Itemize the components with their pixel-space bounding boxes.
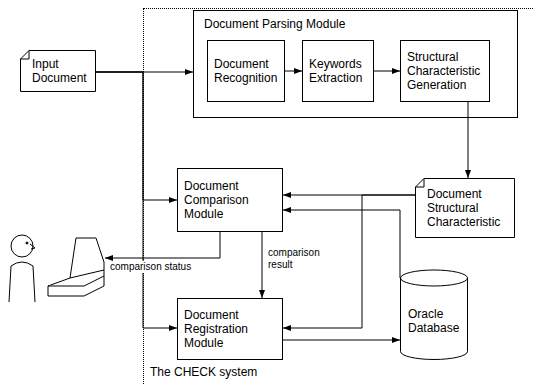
document-body xyxy=(416,179,515,238)
system-boundary: The CHECK systemDocument Parsing ModuleD… xyxy=(143,8,534,385)
document-body xyxy=(21,51,96,92)
process-box: Keywords Extraction xyxy=(302,40,374,102)
document-fold xyxy=(21,51,30,60)
node-text: Document Recognition xyxy=(214,57,278,85)
document-fold xyxy=(416,179,425,188)
module-box: Document Comparison Module xyxy=(177,168,283,232)
node-text: Keywords Extraction xyxy=(309,57,367,85)
connector-arrow xyxy=(285,71,302,72)
user-figure xyxy=(9,235,35,302)
connector-arrow xyxy=(96,72,177,200)
node-text: Document Structural Characteristic xyxy=(427,187,511,229)
wire-label: comparison status xyxy=(110,261,210,273)
connector-arrow xyxy=(374,71,400,72)
document-shape: Document Structural Characteristic xyxy=(415,178,515,238)
connector-arrow xyxy=(262,232,263,298)
node-text: Input Document xyxy=(32,57,92,85)
node-text: The CHECK system xyxy=(150,365,534,379)
connector-arrow xyxy=(96,72,177,328)
module-box: Document Registration Module xyxy=(177,298,283,360)
module-group: Document Parsing ModuleDocument Recognit… xyxy=(193,10,518,118)
node-text: Document Registration Module xyxy=(184,308,276,350)
cylinder-rim xyxy=(401,278,468,286)
status-wire xyxy=(105,232,220,258)
edge-label: comparison result xyxy=(268,247,328,271)
node-text: Document Parsing Module xyxy=(204,17,507,31)
terminal-icon xyxy=(48,238,104,296)
database-cylinder: Oracle Database xyxy=(400,270,468,360)
connector-arrow xyxy=(283,340,400,341)
node-text: Structural Characteristic Generation xyxy=(407,50,483,92)
node-text: Oracle Database xyxy=(408,307,464,335)
cylinder-body xyxy=(401,270,468,359)
process-box: Document Recognition xyxy=(207,40,285,102)
input-document: Input Document xyxy=(20,50,96,92)
process-box: Structural Characteristic Generation xyxy=(400,40,490,102)
node-text: Document Comparison Module xyxy=(184,179,276,221)
connector-arrow xyxy=(468,102,469,178)
